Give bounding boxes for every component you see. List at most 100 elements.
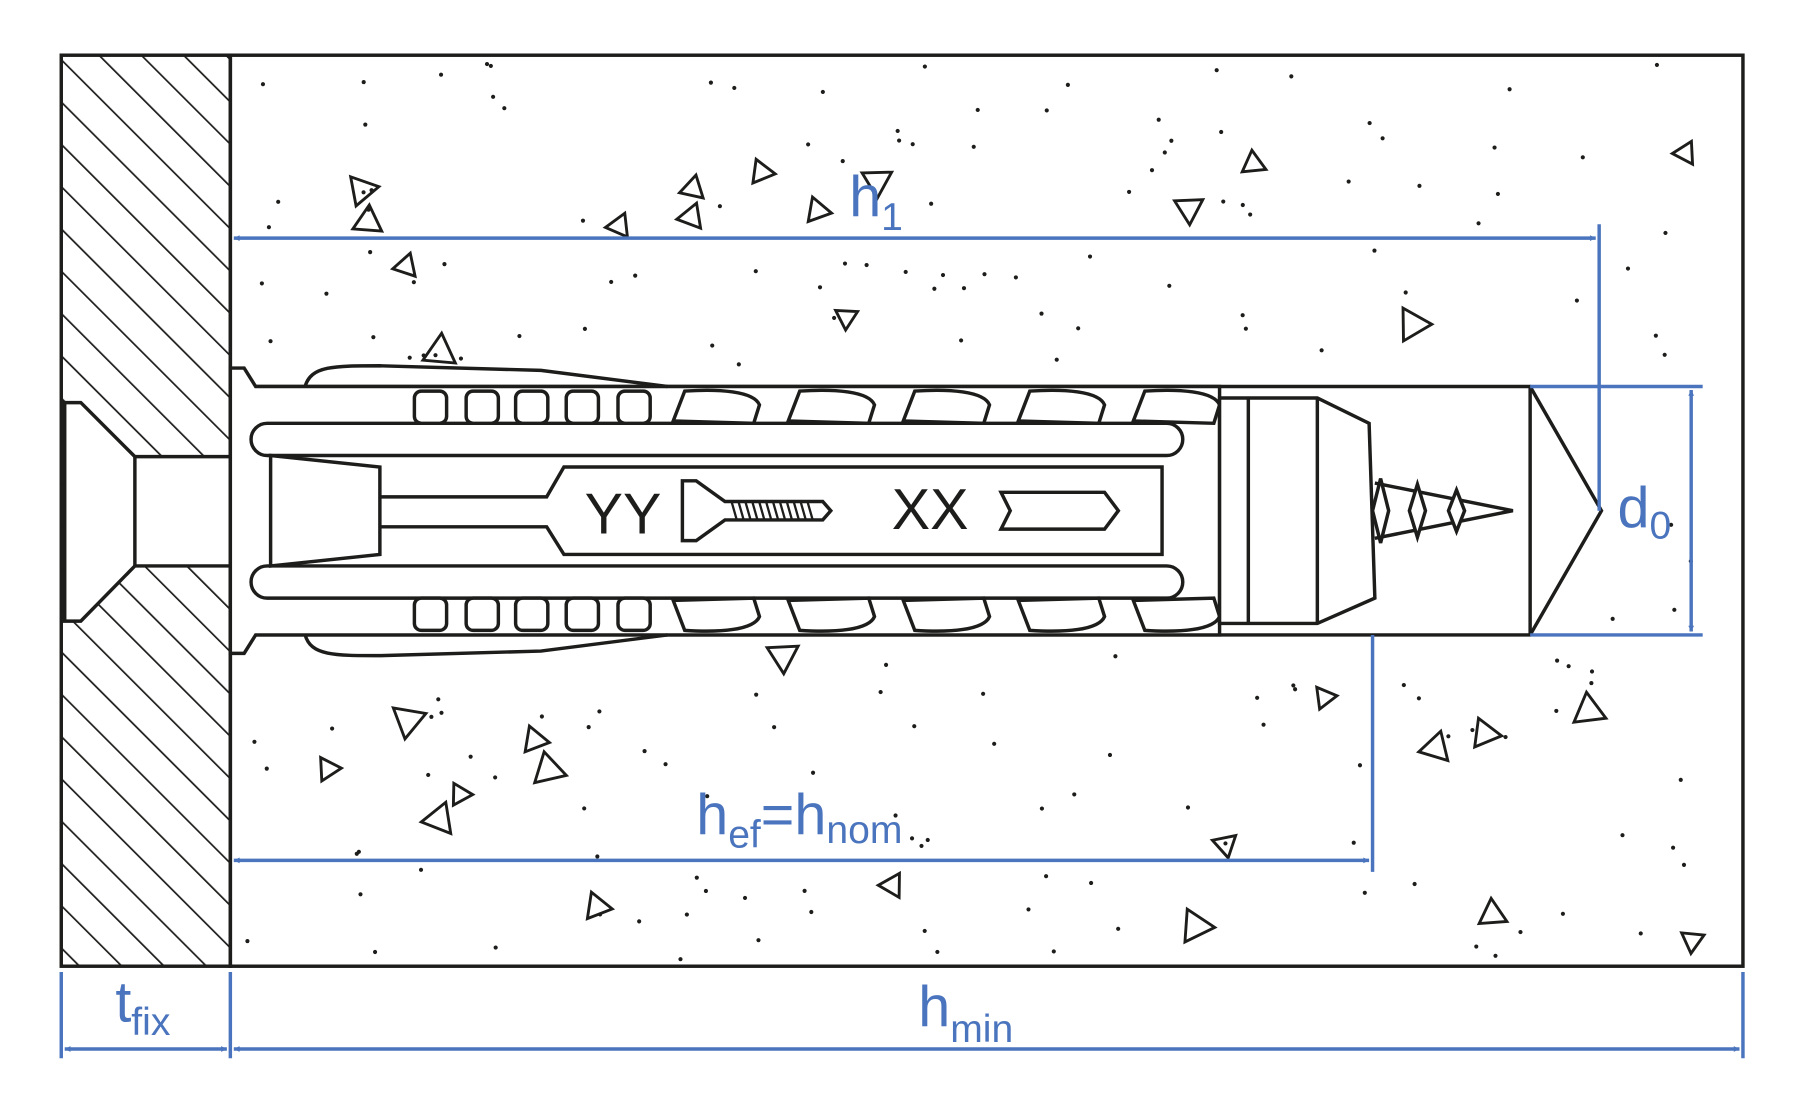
expansion-tooth bbox=[670, 388, 762, 426]
marking-xx: XX bbox=[892, 478, 969, 542]
aggregate-triangle bbox=[676, 172, 706, 200]
aggregate-dot bbox=[893, 813, 898, 818]
aggregate-dot bbox=[694, 875, 699, 880]
aggregate-dot bbox=[1156, 117, 1161, 122]
dimension-hef: hef=hnom bbox=[233, 634, 1375, 872]
aggregate-dot bbox=[637, 919, 642, 924]
svg-text:hmin: hmin bbox=[918, 975, 1013, 1051]
aggregate-triangle bbox=[532, 749, 570, 785]
aggregate-dot bbox=[1625, 266, 1631, 271]
aggregate-dot bbox=[710, 343, 715, 348]
rib bbox=[564, 389, 601, 426]
aggregate-dot bbox=[1051, 949, 1056, 954]
expansion-tooth bbox=[900, 388, 992, 426]
aggregate-dot bbox=[708, 80, 713, 85]
aggregate-dot bbox=[1221, 199, 1226, 204]
marking-yy: YY bbox=[585, 483, 662, 547]
aggregate-dot bbox=[1116, 926, 1121, 931]
aggregate-dot bbox=[259, 281, 264, 286]
aggregate-dot bbox=[1654, 62, 1660, 67]
aggregate-dot bbox=[1076, 326, 1081, 331]
rib bbox=[513, 389, 550, 426]
aggregate-dot bbox=[1240, 202, 1245, 208]
aggregate-dot bbox=[717, 204, 722, 209]
aggregate-dot bbox=[1507, 87, 1512, 92]
aggregate-dot bbox=[1219, 129, 1224, 135]
aggregate-dot bbox=[1293, 687, 1298, 692]
aggregate-dot bbox=[810, 770, 816, 775]
dimension-tfix: tfix bbox=[59, 970, 233, 1059]
rib bbox=[513, 596, 550, 633]
aggregate-triangle bbox=[1315, 684, 1340, 712]
aggregate-dot bbox=[268, 339, 273, 344]
aggregate-dot bbox=[883, 662, 889, 667]
aggregate-dot bbox=[802, 888, 807, 893]
aggregate-dot bbox=[1039, 311, 1044, 316]
aggregate-dot bbox=[442, 262, 447, 267]
aggregate-dot bbox=[705, 794, 710, 799]
rib bbox=[616, 596, 652, 633]
aggregate-dot bbox=[260, 82, 266, 87]
aggregate-dot bbox=[633, 273, 638, 278]
aggregate-dot bbox=[1289, 74, 1294, 79]
aggregate-triangle bbox=[1415, 728, 1450, 763]
concrete-aggregate bbox=[245, 62, 1707, 962]
aggregate-dot bbox=[971, 144, 976, 149]
aggregate-dot bbox=[975, 107, 980, 113]
aggregate-dot bbox=[922, 64, 927, 69]
aggregate-triangle bbox=[1401, 305, 1435, 344]
dimension-d0: d0 bbox=[1530, 384, 1703, 637]
aggregate-triangle bbox=[751, 156, 779, 186]
aggregate-dot bbox=[1554, 708, 1559, 713]
expansion-tooth bbox=[900, 596, 992, 633]
aggregate-dot bbox=[488, 63, 493, 69]
aggregate-dot bbox=[1087, 254, 1093, 259]
screw-thread bbox=[1370, 478, 1391, 544]
aggregate-dot bbox=[982, 272, 987, 277]
aggregate-dot bbox=[458, 356, 464, 361]
aggregate-triangle bbox=[1239, 147, 1269, 174]
aggregate-dot bbox=[732, 85, 737, 91]
aggregate-dot bbox=[753, 269, 758, 274]
aggregate-dot bbox=[1261, 722, 1266, 727]
aggregate-dot bbox=[754, 692, 759, 697]
rib bbox=[412, 389, 449, 426]
aggregate-dot bbox=[1162, 150, 1167, 155]
aggregate-dot bbox=[1367, 121, 1372, 126]
aggregate-dot bbox=[1446, 734, 1451, 739]
aggregate-dot bbox=[940, 272, 946, 278]
aggregate-dot bbox=[1580, 155, 1585, 160]
aggregate-dot bbox=[897, 138, 902, 143]
aggregate-dot bbox=[678, 957, 683, 962]
aggregate-dot bbox=[903, 269, 908, 275]
aggregate-dot bbox=[502, 106, 507, 111]
aggregate-dot bbox=[981, 691, 986, 696]
aggregate-dot bbox=[1044, 874, 1049, 879]
aggregate-triangle bbox=[833, 308, 861, 333]
aggregate-dot bbox=[330, 726, 335, 731]
aggregate-dot bbox=[368, 250, 373, 255]
aggregate-dot bbox=[820, 89, 825, 94]
aggregate-dot bbox=[1372, 248, 1377, 253]
expansion-tooth bbox=[1015, 388, 1107, 426]
aggregate-dot bbox=[910, 142, 915, 147]
aggregate-triangle bbox=[764, 644, 801, 677]
aggregate-triangle bbox=[420, 330, 458, 365]
aggregate-dot bbox=[929, 201, 934, 206]
aggregate-dot bbox=[266, 225, 271, 230]
aggregate-triangle bbox=[673, 200, 703, 231]
aggregate-dot bbox=[1681, 862, 1687, 867]
aggregate-dot bbox=[1169, 138, 1174, 143]
aggregate-triangle bbox=[1476, 895, 1510, 926]
aggregate-dot bbox=[361, 80, 366, 85]
aggregate-dot bbox=[1610, 616, 1615, 621]
aggregate-dot bbox=[372, 949, 378, 955]
expansion-tooth bbox=[670, 596, 762, 633]
aggregate-triangle bbox=[1472, 715, 1505, 750]
aggregate-dot bbox=[806, 142, 811, 147]
aggregate-triangle bbox=[585, 889, 616, 921]
aggregate-triangle bbox=[523, 723, 553, 755]
aggregate-dot bbox=[245, 939, 250, 944]
aggregate-triangle bbox=[451, 780, 476, 808]
